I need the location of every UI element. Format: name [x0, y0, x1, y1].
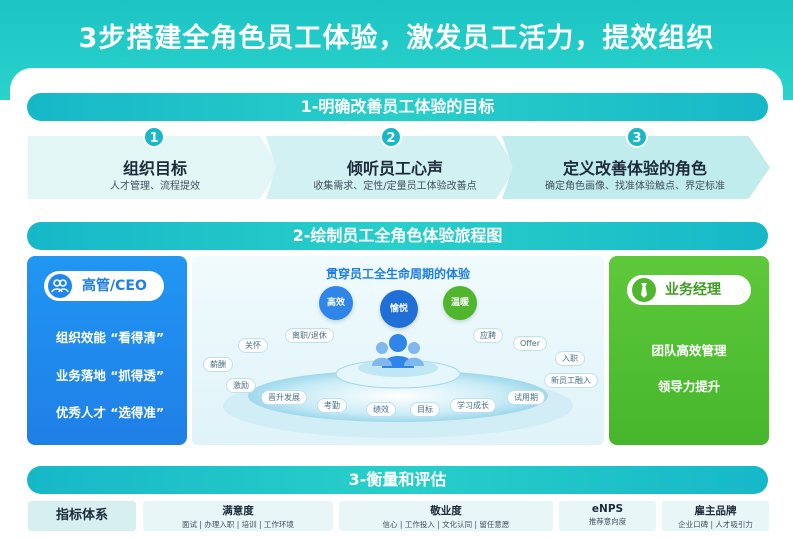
metric-satisfaction-title: 满意度: [222, 505, 254, 517]
manager-line-1: 团队高效管理: [651, 343, 727, 358]
metrics-label: 指标体系: [28, 501, 136, 531]
tag-promotion: 晋升发展: [261, 390, 307, 405]
metric-enps-title: eNPS: [591, 503, 624, 515]
metric-satisfaction: 满意度 面试 | 办理入职 | 培训 | 工作环境: [143, 501, 333, 531]
bubble-efficient: 高效: [319, 286, 353, 320]
step-2-subtitle: 收集需求、定性/定量员工体验改善点: [313, 181, 477, 192]
step-3-number: 3: [626, 126, 648, 148]
metric-engagement: 敬业度 信心 | 工作投入 | 文化认同 | 留任意愿: [339, 501, 553, 531]
step-3-subtitle: 确定角色画像、找准体验触点、界定标准: [545, 181, 725, 192]
tag-learning: 学习成长: [450, 398, 496, 413]
ceo-line-1: 组织效能 “看得清”: [55, 330, 165, 345]
metric-enps-sub: 推荐意向度: [588, 517, 627, 526]
tag-probation: 试用期: [507, 390, 545, 405]
bubble-joyful: 愉悦: [380, 290, 418, 328]
section2-title: 2-绘制员工全角色体验旅程图: [27, 222, 768, 250]
metric-employer-brand: 雇主品牌 企业口碑 | 人才吸引力: [662, 501, 769, 531]
ceo-line-3: 优秀人才 “选得准”: [55, 405, 165, 420]
tag-onboarding: 新员工融入: [544, 373, 598, 388]
page-title: 3步搭建全角色员工体验，激发员工活力，提效组织: [78, 23, 715, 54]
tag-attendance: 考勤: [317, 398, 347, 413]
step-1-number: 1: [143, 126, 165, 148]
tag-offer: Offer: [513, 336, 548, 351]
people-icon: [48, 274, 72, 298]
tag-salary: 薪酬: [203, 357, 233, 372]
metric-employer-brand-title: 雇主品牌: [694, 505, 737, 517]
metric-enps: eNPS 推荐意向度: [559, 501, 656, 531]
journey-title: 贯穿员工全生命周期的体验: [325, 267, 470, 281]
metric-employer-brand-sub: 企业口碑 | 人才吸引力: [678, 520, 753, 529]
tag-goal: 目标: [410, 402, 440, 417]
tie-icon: [632, 278, 656, 302]
bubble-warm: 温暖: [443, 286, 477, 320]
tag-resign-retire: 离职/退休: [285, 328, 334, 343]
step-2-number: 2: [380, 126, 402, 148]
manager-line-2: 领导力提升: [657, 379, 721, 394]
step-2-title: 倾听员工心声: [346, 159, 443, 178]
step-1-title: 组织目标: [122, 159, 187, 178]
tag-performance: 绩效: [366, 402, 396, 417]
section3-title: 3-衡量和评估: [27, 466, 768, 494]
step-3-title: 定义改善体验的角色: [562, 159, 707, 178]
ceo-line-2: 业务落地 “抓得透”: [55, 368, 165, 383]
tag-entry: 入职: [555, 351, 585, 366]
tag-incentive: 激励: [226, 378, 256, 393]
metric-engagement-title: 敬业度: [430, 505, 462, 517]
tag-apply: 应聘: [473, 328, 503, 343]
step-1-subtitle: 人才管理、流程提效: [110, 181, 200, 192]
metric-engagement-sub: 信心 | 工作投入 | 文化认同 | 留任意愿: [382, 520, 510, 529]
section1-title: 1-明确改善员工体验的目标: [27, 93, 768, 121]
metric-satisfaction-sub: 面试 | 办理入职 | 培训 | 工作环境: [182, 520, 294, 529]
tag-care: 关怀: [238, 338, 268, 353]
